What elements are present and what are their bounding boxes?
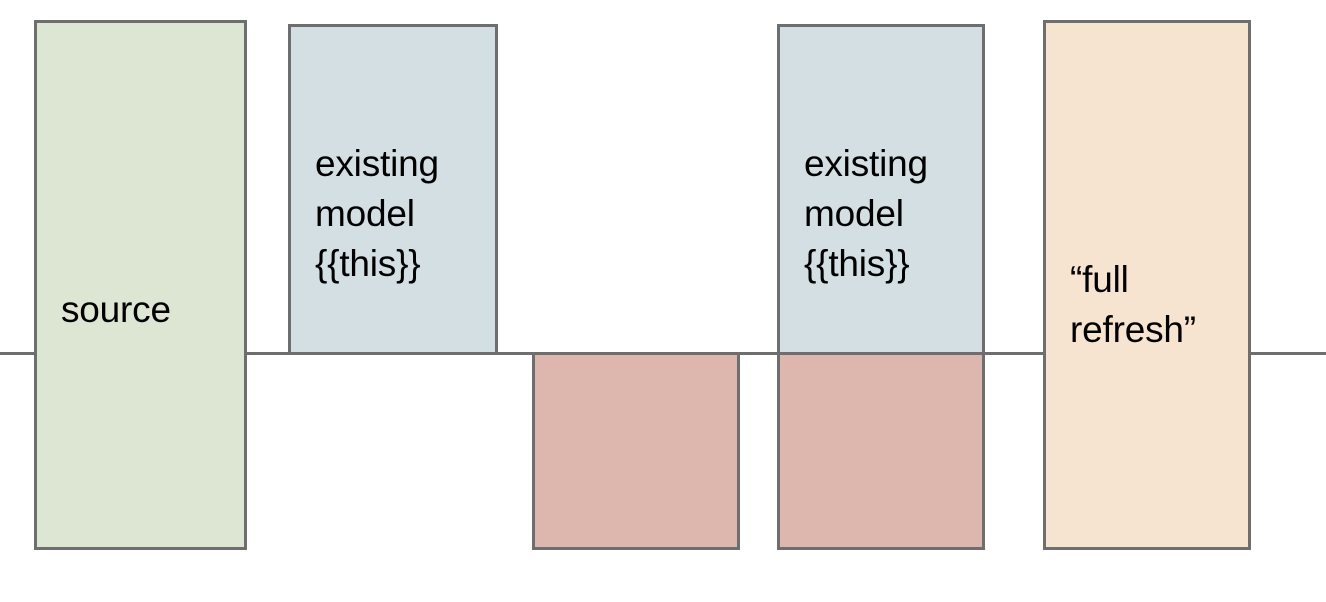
box-full-refresh[interactable]: “full refresh” <box>1043 20 1251 550</box>
box-existing-model-1-label: existing model {{this}} <box>315 143 439 284</box>
box-existing-model-1[interactable]: existing model {{this}} <box>288 24 498 355</box>
box-existing-model-2[interactable]: existing model {{this}} <box>777 24 985 355</box>
box-existing-model-2-label: existing model {{this}} <box>804 143 928 284</box>
box-source[interactable]: source <box>34 20 247 550</box>
box-source-label: source <box>61 289 171 330</box>
box-new-records-2[interactable]: new records <box>777 352 985 550</box>
box-new-records-1[interactable]: new records <box>532 352 740 550</box>
box-full-refresh-label: “full refresh” <box>1070 259 1196 350</box>
